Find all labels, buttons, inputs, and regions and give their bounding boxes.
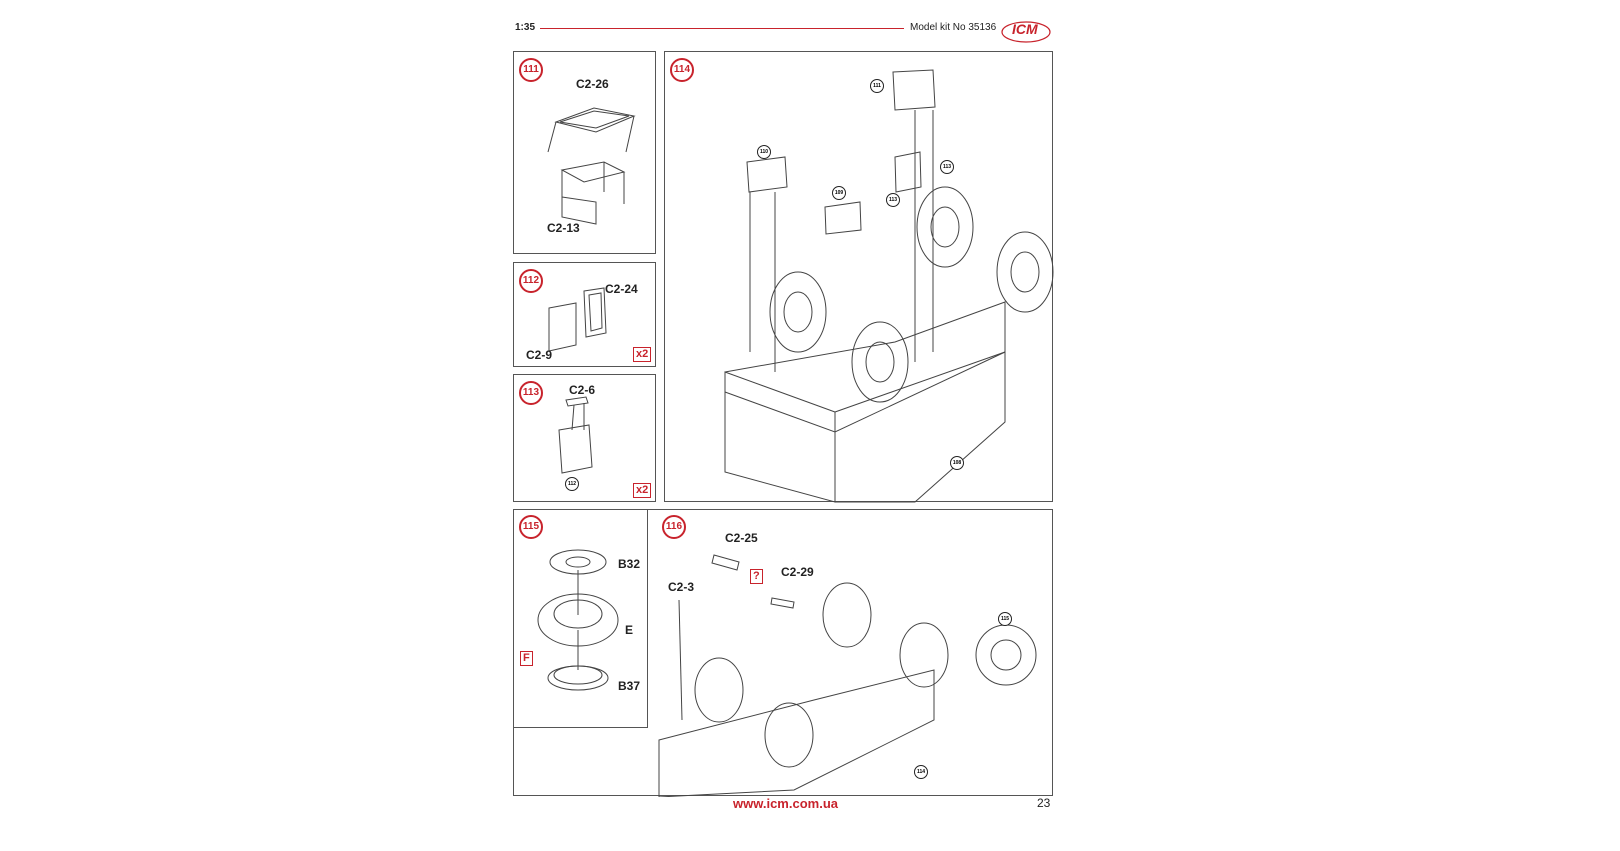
part-label: C2-6	[569, 383, 596, 397]
model-kit-label: Model kit No 35136	[910, 22, 997, 33]
callout-step: 109	[832, 186, 846, 200]
callout-step: 111	[870, 79, 884, 93]
scale-label: 1:35	[515, 22, 536, 33]
page-number: 23	[1037, 796, 1051, 810]
quantity-badge: x2	[633, 347, 652, 362]
part-label: C2-3	[668, 580, 695, 594]
step-number-115: 115	[519, 515, 543, 539]
step-number-116: 116	[662, 515, 686, 539]
part-label: B37	[618, 679, 641, 693]
part-label: B32	[618, 557, 641, 571]
footer-url[interactable]: www.icm.com.ua	[733, 796, 838, 811]
step-number-112: 112	[519, 269, 543, 293]
callout-step: 115	[998, 612, 1012, 626]
part-label: C2-13	[547, 221, 580, 235]
callout-step: 108	[950, 456, 964, 470]
callout-step: 114	[914, 765, 928, 779]
flag-badge: ?	[750, 569, 763, 584]
step-114-panel: 114 111 110 109 113 113 108	[664, 51, 1054, 503]
part-label: E	[625, 623, 634, 637]
flag-badge: F	[520, 651, 533, 666]
part-label: C2-29	[781, 565, 814, 579]
callout-step: 110	[757, 145, 771, 159]
quantity-badge: x2	[633, 483, 652, 498]
header-rule	[540, 28, 904, 29]
part-label: C2-24	[605, 282, 638, 296]
step-number-114: 114	[670, 58, 694, 82]
callout-step: 112	[565, 477, 579, 491]
part-label: C2-26	[576, 77, 609, 91]
step-number-113: 113	[519, 381, 543, 405]
callout-step: 113	[940, 160, 954, 174]
step-115-panel: 115 B32 E F B37	[513, 509, 648, 728]
step-113-panel: 113 C2-6 112 x2	[513, 374, 656, 502]
step-111-panel: 111 C2-26 C2-13	[513, 51, 656, 254]
callout-step: 113	[886, 193, 900, 207]
step-112-panel: 112 C2-24 C2-9 x2	[513, 262, 656, 367]
part-label: C2-9	[526, 348, 553, 362]
part-label: C2-25	[725, 531, 758, 545]
icm-logo: ICM	[1000, 18, 1052, 44]
step-number-111: 111	[519, 58, 543, 82]
